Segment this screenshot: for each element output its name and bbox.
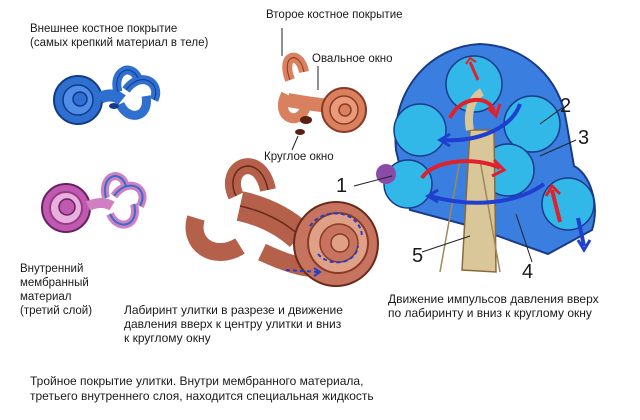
marker-number-3: 3	[578, 127, 590, 149]
cochlea-detail-illustration	[353, 42, 596, 273]
bottom-caption: Тройное покрытие улитки. Внутри мембранн…	[30, 374, 374, 403]
labyrinth-section-illustration	[185, 158, 379, 287]
marker-number-1: 1	[336, 175, 348, 197]
marker-number-5: 5	[412, 245, 424, 267]
outer-layer-label: Внешнее костное покрытие (самых крепкий …	[30, 23, 209, 49]
inner-membrane-label: Внутренний мембранный материал (третий с…	[20, 263, 93, 317]
oval-window-label: Овальное окно	[312, 53, 393, 65]
marker-number-2: 2	[560, 95, 572, 117]
second-bony-layer-illustration	[278, 28, 367, 151]
second-layer-label: Второе костное покрытие	[266, 9, 403, 21]
outer-bony-layer-illustration	[53, 65, 161, 125]
labyrinth-section-label: Лабиринт улитки в разрезе и движение дав…	[124, 303, 343, 345]
impulse-motion-label: Движение импульсов давления вверх по лаб…	[388, 292, 599, 320]
marker-number-4: 4	[522, 261, 534, 283]
inner-membrane-illustration	[41, 172, 147, 233]
round-window-label: Круглое окно	[264, 151, 334, 163]
